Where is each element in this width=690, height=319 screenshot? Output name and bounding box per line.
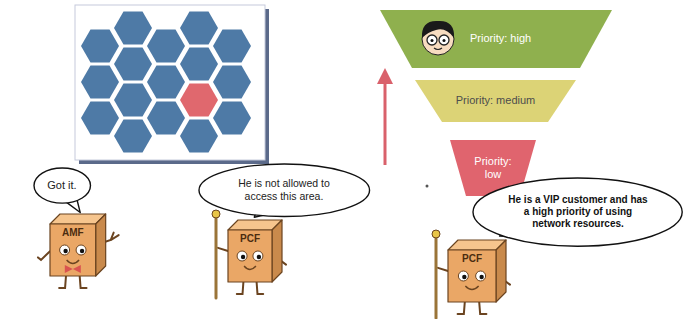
leg [458,302,465,314]
hair [422,21,454,38]
speech-bubble: He is not allowed to access this area. [199,164,370,217]
arm [38,251,50,260]
cube-side [96,214,106,276]
pupil [462,275,466,279]
glasses [427,35,437,45]
map-cell [147,30,185,63]
priority-label: Priority: high [470,32,531,45]
speech-text: Got it. [47,179,76,192]
eye [76,245,86,255]
function-name: PCF [462,253,482,265]
leg [59,276,66,288]
mouth [465,286,478,290]
map-cell [114,48,152,81]
pupil [80,249,84,253]
speech-bubble: Got it. [34,168,90,203]
pupil [479,275,483,279]
speech-text: He is not allowed to access this area. [228,177,340,202]
mouth [67,260,79,264]
map-cell [180,12,218,45]
mouth [434,48,442,50]
eye [476,271,486,281]
eye [60,245,70,255]
arm [438,268,448,271]
priority-band: Priority: medium [415,80,576,122]
map-cell [114,84,152,117]
leg [257,282,264,294]
speech-bubble: He is a VIP customer and has a high prio… [473,178,682,246]
cube-side [496,240,506,302]
cube-side [272,220,282,282]
map-cell [81,30,119,63]
priority-arrow-shaft [384,82,387,165]
cube-front [228,230,272,282]
speech-text: He is a VIP customer and has a high prio… [508,194,648,230]
band-fill [415,80,576,122]
bow-tie [73,265,81,273]
map-cell [213,66,251,99]
node-shape [228,220,282,282]
pupil [241,255,245,259]
map-panel [75,5,265,160]
band-fill [380,10,612,68]
pupil [257,255,261,259]
network-function-character: AMF [50,214,106,276]
network-function-character: PCF [228,220,282,282]
staff [435,236,438,318]
staff-knob [212,210,220,218]
priority-label: Priority: medium [456,94,535,107]
arm [218,248,228,251]
restricted-cell [180,84,218,117]
priority-band: Priority: high [380,10,612,68]
mouth [244,266,256,270]
network-function-character: PCF [448,240,506,302]
dot [426,185,429,188]
pupil [443,39,446,42]
bow-tie [65,265,73,273]
leg [237,282,244,294]
map-cell [147,102,185,135]
map-cell [114,12,152,45]
node-shape [448,240,506,302]
map-cell [147,66,185,99]
cell-map [81,12,251,153]
map-cell [213,30,251,63]
bubble-outline [34,168,90,203]
eye [253,251,263,261]
eye [458,271,468,281]
priority-arrow-head [377,68,393,84]
map-cell [213,102,251,135]
leg [479,302,486,314]
map-cell [180,48,218,81]
staff-knob [432,230,440,238]
map-cell [114,120,152,153]
map-cell [180,120,218,153]
priority-label: Priority: low [467,155,519,181]
bubble-outline [473,178,682,246]
staff [215,216,218,298]
function-name: PCF [240,233,260,245]
glasses [439,35,449,45]
eye [237,251,247,261]
cube-front [50,224,96,276]
map-cell [81,66,119,99]
cube-front [448,250,496,302]
customer-face [422,21,454,55]
pupil [431,39,434,42]
node-shape [50,214,106,276]
bubble-outline [199,164,370,217]
pupil [63,249,67,253]
function-name: AMF [62,227,84,239]
leg [80,276,87,288]
map-cell [81,102,119,135]
